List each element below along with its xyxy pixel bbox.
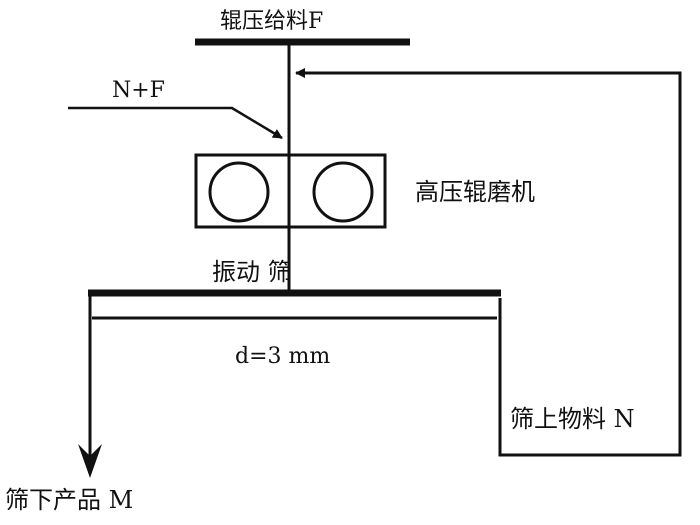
hpgr-label: 高压辊磨机 <box>415 178 535 206</box>
screen-label: 振动 筛 <box>212 258 292 286</box>
undersize-label: 筛下产品 M <box>5 486 133 514</box>
feed-label: 辊压给料F <box>220 9 323 34</box>
vibrating-screen <box>88 289 501 320</box>
oversize-label: 筛上物料 N <box>510 405 635 433</box>
right-roller-icon <box>312 161 374 223</box>
recycle-return-line <box>295 68 682 457</box>
hpgr-machine <box>194 153 387 229</box>
new-feed-arrow <box>68 106 283 140</box>
new-feed-label: N+F <box>112 78 165 103</box>
aperture-label: d=3 mm <box>235 344 330 369</box>
undersize-arrowhead <box>78 444 102 478</box>
left-roller-icon <box>208 161 270 223</box>
